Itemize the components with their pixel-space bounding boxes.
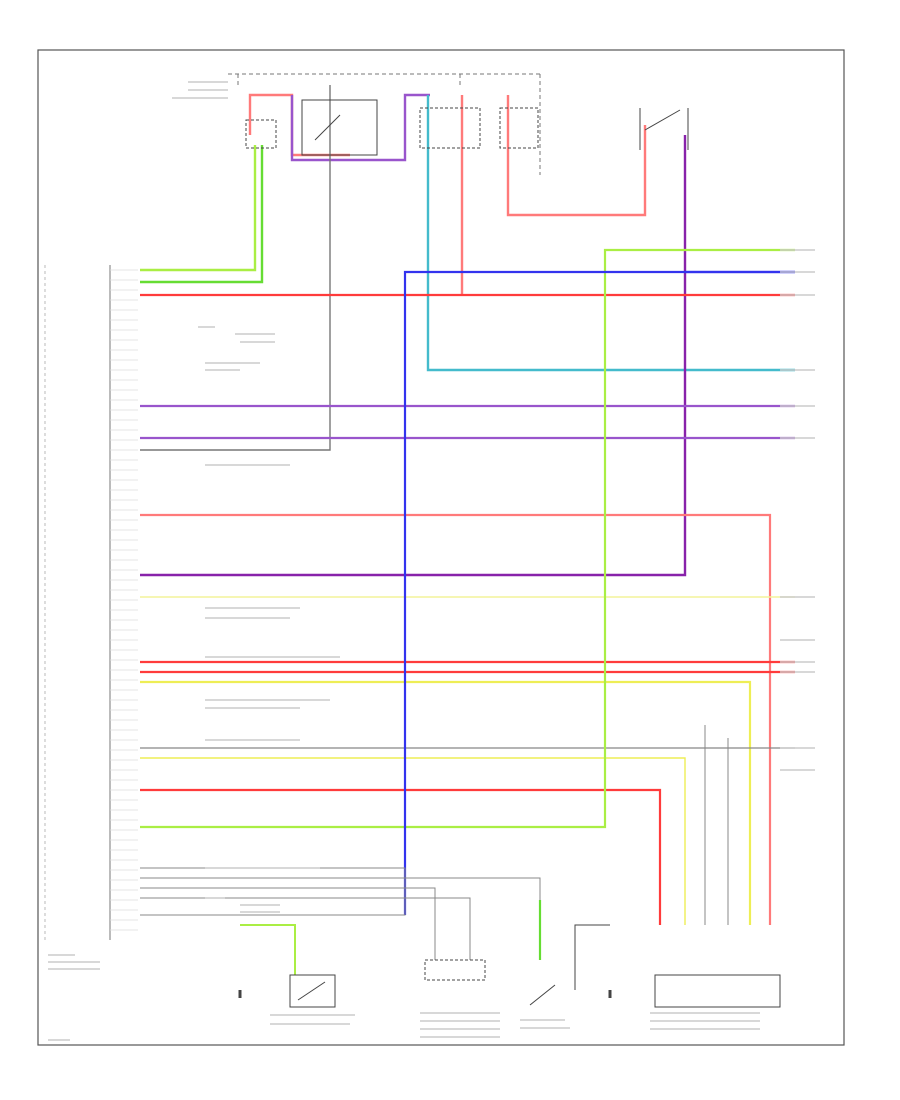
hot-bus-dashed xyxy=(228,73,541,175)
harness-wires xyxy=(140,248,795,990)
relay-box-top xyxy=(245,99,689,156)
top-fuse-wiring xyxy=(140,85,795,577)
bottom-components xyxy=(238,959,781,1008)
connector-ticks xyxy=(110,269,138,931)
label-placeholders xyxy=(48,81,815,1041)
diagram-frame xyxy=(37,49,845,1046)
